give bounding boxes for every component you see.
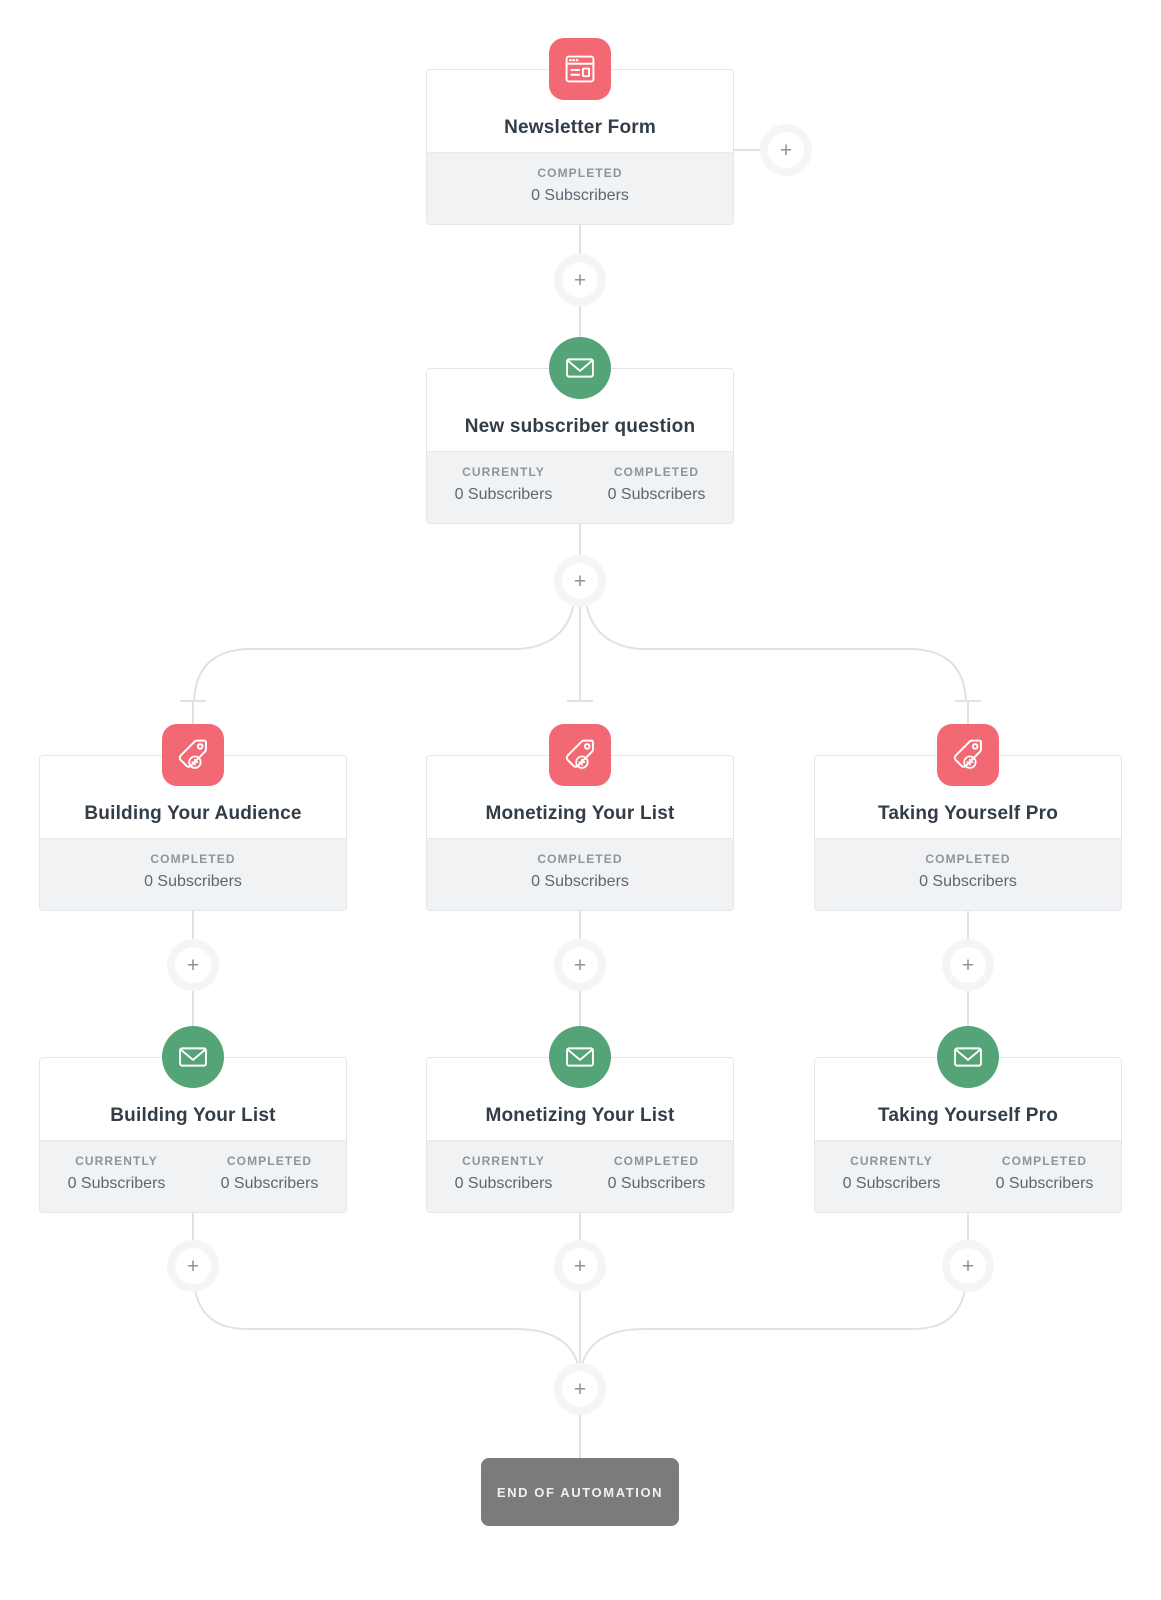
- tag-add-icon: [937, 724, 999, 786]
- stat-value: 0 Subscribers: [144, 873, 242, 890]
- stat: COMPLETED 0 Subscribers: [193, 1141, 346, 1212]
- add-step-button[interactable]: +: [942, 939, 994, 991]
- stat-label: COMPLETED: [613, 465, 700, 479]
- node-title: Taking Yourself Pro: [877, 1105, 1059, 1126]
- stat-label: CURRENTLY: [850, 1154, 933, 1168]
- stat: COMPLETED 0 Subscribers: [427, 153, 733, 224]
- email-icon: [937, 1026, 999, 1088]
- stat-label: COMPLETED: [150, 852, 236, 866]
- stat-value: 0 Subscribers: [531, 187, 629, 204]
- add-step-button[interactable]: +: [554, 1240, 606, 1292]
- stat-label: COMPLETED: [537, 166, 623, 180]
- stat: COMPLETED 0 Subscribers: [580, 1141, 733, 1212]
- stat-value: 0 Subscribers: [842, 1175, 941, 1192]
- form-icon: [549, 38, 611, 100]
- node-stats: COMPLETED 0 Subscribers: [815, 838, 1121, 910]
- email-icon: [549, 1026, 611, 1088]
- stat: COMPLETED 0 Subscribers: [427, 839, 733, 910]
- add-step-button[interactable]: +: [554, 939, 606, 991]
- stat: CURRENTLY 0 Subscribers: [427, 1141, 580, 1212]
- stat-value: 0 Subscribers: [454, 486, 553, 503]
- plus-icon: +: [186, 953, 200, 977]
- tag-add-icon: [162, 724, 224, 786]
- node-stats: COMPLETED 0 Subscribers: [40, 838, 346, 910]
- plus-icon: +: [573, 953, 587, 977]
- plus-icon: +: [573, 569, 587, 593]
- node-stats: COMPLETED 0 Subscribers: [427, 152, 733, 224]
- plus-icon: +: [573, 1254, 587, 1278]
- node-stats: CURRENTLY 0 Subscribers COMPLETED 0 Subs…: [427, 451, 733, 523]
- stat-value: 0 Subscribers: [67, 1175, 166, 1192]
- node-stats: CURRENTLY 0 Subscribers COMPLETED 0 Subs…: [427, 1140, 733, 1212]
- node-stats: COMPLETED 0 Subscribers: [427, 838, 733, 910]
- add-step-button[interactable]: +: [554, 1363, 606, 1415]
- add-step-button[interactable]: +: [554, 254, 606, 306]
- stat-value: 0 Subscribers: [454, 1175, 553, 1192]
- node-title: Newsletter Form: [504, 117, 656, 138]
- email-icon: [549, 337, 611, 399]
- add-step-button-inner: +: [562, 563, 598, 599]
- plus-icon: +: [961, 953, 975, 977]
- node-title: Taking Yourself Pro: [877, 803, 1059, 824]
- add-step-button[interactable]: +: [942, 1240, 994, 1292]
- stat-label: CURRENTLY: [462, 465, 545, 479]
- end-of-automation-node: END OF AUTOMATION: [481, 1458, 679, 1526]
- stat-value: 0 Subscribers: [607, 1175, 706, 1192]
- stat: CURRENTLY 0 Subscribers: [427, 452, 580, 523]
- add-step-button[interactable]: +: [167, 1240, 219, 1292]
- node-title: Building Your List: [110, 1105, 276, 1126]
- stat-value: 0 Subscribers: [919, 873, 1017, 890]
- stat-value: 0 Subscribers: [220, 1175, 319, 1192]
- node-card-new-subscriber-question[interactable]: New subscriber question CURRENTLY 0 Subs…: [426, 368, 734, 524]
- stat: COMPLETED 0 Subscribers: [815, 839, 1121, 910]
- stat: CURRENTLY 0 Subscribers: [815, 1141, 968, 1212]
- plus-icon: +: [573, 268, 587, 292]
- stat-value: 0 Subscribers: [995, 1175, 1094, 1192]
- stat-label: CURRENTLY: [75, 1154, 158, 1168]
- stat-label: COMPLETED: [613, 1154, 700, 1168]
- add-step-button[interactable]: +: [760, 124, 812, 176]
- stat-label: COMPLETED: [1001, 1154, 1088, 1168]
- plus-icon: +: [961, 1254, 975, 1278]
- add-step-button-inner: +: [768, 132, 804, 168]
- node-card-newsletter-form[interactable]: Newsletter Form COMPLETED 0 Subscribers: [426, 69, 734, 225]
- stat-label: COMPLETED: [925, 852, 1011, 866]
- add-step-button-inner: +: [562, 1248, 598, 1284]
- add-step-button-inner: +: [950, 1248, 986, 1284]
- node-title: Monetizing Your List: [485, 803, 675, 824]
- add-step-button[interactable]: +: [167, 939, 219, 991]
- plus-icon: +: [186, 1254, 200, 1278]
- node-title: Monetizing Your List: [485, 1105, 675, 1126]
- email-icon: [162, 1026, 224, 1088]
- plus-icon: +: [779, 138, 793, 162]
- add-step-button[interactable]: +: [554, 555, 606, 607]
- add-step-button-inner: +: [950, 947, 986, 983]
- stat-label: COMPLETED: [226, 1154, 313, 1168]
- node-stats: CURRENTLY 0 Subscribers COMPLETED 0 Subs…: [40, 1140, 346, 1212]
- end-of-automation-label: END OF AUTOMATION: [496, 1484, 664, 1500]
- stat: COMPLETED 0 Subscribers: [968, 1141, 1121, 1212]
- node-card-email-taking-yourself-pro[interactable]: Taking Yourself Pro CURRENTLY 0 Subscrib…: [814, 1057, 1122, 1213]
- plus-icon: +: [573, 1377, 587, 1401]
- stat: COMPLETED 0 Subscribers: [40, 839, 346, 910]
- tag-add-icon: [549, 724, 611, 786]
- stat: COMPLETED 0 Subscribers: [580, 452, 733, 523]
- add-step-button-inner: +: [562, 1371, 598, 1407]
- add-step-button-inner: +: [562, 947, 598, 983]
- stat: CURRENTLY 0 Subscribers: [40, 1141, 193, 1212]
- add-step-button-inner: +: [562, 262, 598, 298]
- add-step-button-inner: +: [175, 947, 211, 983]
- stat-label: CURRENTLY: [462, 1154, 545, 1168]
- add-step-button-inner: +: [175, 1248, 211, 1284]
- stat-label: COMPLETED: [537, 852, 623, 866]
- stat-value: 0 Subscribers: [531, 873, 629, 890]
- stat-value: 0 Subscribers: [607, 486, 706, 503]
- node-stats: CURRENTLY 0 Subscribers COMPLETED 0 Subs…: [815, 1140, 1121, 1212]
- node-title: Building Your Audience: [84, 803, 302, 824]
- node-title: New subscriber question: [464, 416, 696, 437]
